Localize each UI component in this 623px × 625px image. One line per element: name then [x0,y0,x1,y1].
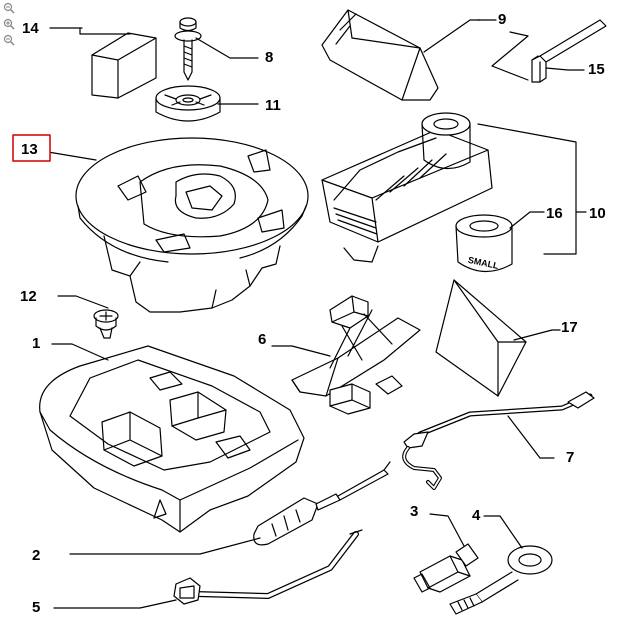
bracket-10 [477,123,577,255]
part-14-foam-block[interactable] [91,32,157,99]
leader-5 [53,599,177,609]
part-11-spacer[interactable] [155,85,221,122]
part-13-round-tray[interactable] [75,137,309,313]
leader-13 [47,151,97,161]
part-8-screw[interactable] [174,17,202,81]
callout-10[interactable]: 10 [589,205,606,222]
leader-7 [507,415,555,459]
callout-4[interactable]: 4 [472,507,481,524]
leader-2 [69,537,261,555]
part-16-compressor[interactable] [321,112,493,263]
callout-1[interactable]: 1 [32,335,40,352]
part-1-storage-tray[interactable] [39,345,305,533]
part-3-socket[interactable] [413,543,479,593]
part-4-eye-bolt[interactable] [449,545,553,615]
zoom-out-button[interactable] [3,34,15,46]
leader-4 [483,515,523,549]
leader-6 [271,345,331,357]
callout-5[interactable]: 5 [32,599,40,616]
callout-16[interactable]: 16 [546,205,563,222]
zoom-in-icon [3,18,15,30]
callout-8[interactable]: 8 [265,49,273,66]
callout-11[interactable]: 11 [265,97,281,114]
callout-13-highlight-box [12,134,51,162]
leader-17 [513,329,561,341]
callout-7[interactable]: 7 [566,449,574,466]
part-9-wedge-bag[interactable] [321,9,439,101]
leader-14 [79,27,131,35]
zoom-out-icon [3,34,15,46]
callout-12[interactable]: 12 [20,288,37,305]
part-7-jack-handle[interactable] [402,391,595,490]
zoom-in-button[interactable] [3,18,15,30]
part-15-dim-line-b [509,31,529,37]
leader-8 [195,37,259,59]
callout-13[interactable]: 13 [21,141,38,158]
part-2-screwdriver[interactable] [253,461,391,546]
part-15-hex-key[interactable] [531,19,607,83]
callout-17[interactable]: 17 [561,319,578,336]
callout-9[interactable]: 9 [498,11,506,28]
part-16-sealant-bottle[interactable]: SMALL [455,214,513,273]
callout-2[interactable]: 2 [32,547,40,564]
leader-16 [509,211,545,229]
leader-9 [423,19,481,53]
part-5-tow-bar[interactable] [173,529,363,605]
zoom-home-button[interactable] [3,2,15,14]
leader-12 [57,295,109,309]
part-15-dim-lines [491,35,529,81]
home-icon [3,2,15,14]
part-6-scissor-jack[interactable] [291,295,421,415]
callout-3[interactable]: 3 [410,503,418,520]
part-17-warning-triangle[interactable] [435,279,527,397]
part-12-clip[interactable] [93,309,119,339]
leader-1 [51,343,109,361]
leader-15 [545,67,585,71]
callout-6[interactable]: 6 [258,331,266,348]
callout-15[interactable]: 15 [588,61,605,78]
leader-3 [429,513,465,547]
callout-14[interactable]: 14 [22,20,39,37]
